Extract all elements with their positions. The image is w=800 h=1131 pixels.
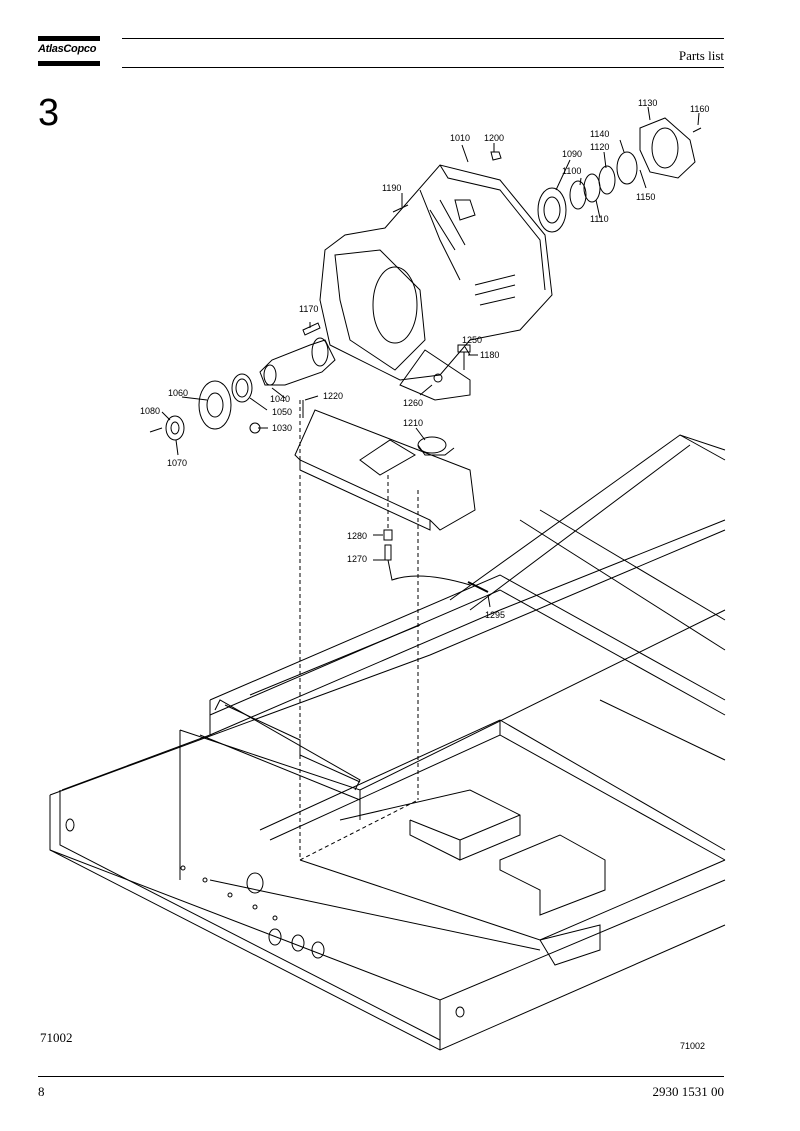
header-rule-bottom <box>122 67 724 68</box>
callout-1130: 1130 <box>638 98 657 108</box>
callout-1110: 1110 <box>590 214 609 224</box>
callout-1260: 1260 <box>403 398 423 408</box>
callout-1070: 1070 <box>167 458 187 468</box>
callout-1030: 1030 <box>272 423 292 433</box>
callout-1210: 1210 <box>403 418 423 428</box>
callout-1090: 1090 <box>562 149 582 159</box>
drawing-code: 71002 <box>40 1030 73 1045</box>
callout-1270: 1270 <box>347 554 367 564</box>
callout-1280: 1280 <box>347 531 367 541</box>
page-number: 8 <box>38 1084 45 1099</box>
callout-1200: 1200 <box>484 133 504 143</box>
logo-text: AtlasCopco <box>38 43 97 55</box>
callout-1120: 1120 <box>590 142 609 152</box>
callout-1170: 1170 <box>299 304 318 314</box>
callout-1010: 1010 <box>450 133 470 143</box>
callout-1220: 1220 <box>323 391 343 401</box>
atlas-copco-logo: AtlasCopco <box>38 36 100 68</box>
callout-1160: 1160 <box>690 104 709 114</box>
drawing-code-inner: 71002 <box>680 1041 705 1051</box>
header-rule-top <box>122 38 724 39</box>
footer-rule <box>38 1076 724 1077</box>
callout-1050: 1050 <box>272 407 292 417</box>
document-number: 2930 1531 00 <box>652 1084 725 1099</box>
callout-1250: 1250 <box>462 335 482 345</box>
callout-1150: 1150 <box>636 192 655 202</box>
callout-1180: 1180 <box>480 350 499 360</box>
section-number: 3 <box>38 92 60 134</box>
callout-1060: 1060 <box>168 388 188 398</box>
callout-1190: 1190 <box>382 183 401 193</box>
header-title: Parts list <box>678 48 724 63</box>
callout-1040: 1040 <box>270 394 290 404</box>
callout-1100: 1100 <box>562 166 581 176</box>
callout-1295: 1295 <box>485 610 505 620</box>
callout-1140: 1140 <box>590 129 609 139</box>
callout-1080: 1080 <box>140 406 160 416</box>
callout-labels: 1010 1020 1030 1040 1050 1060 1070 1080 … <box>140 98 709 1051</box>
